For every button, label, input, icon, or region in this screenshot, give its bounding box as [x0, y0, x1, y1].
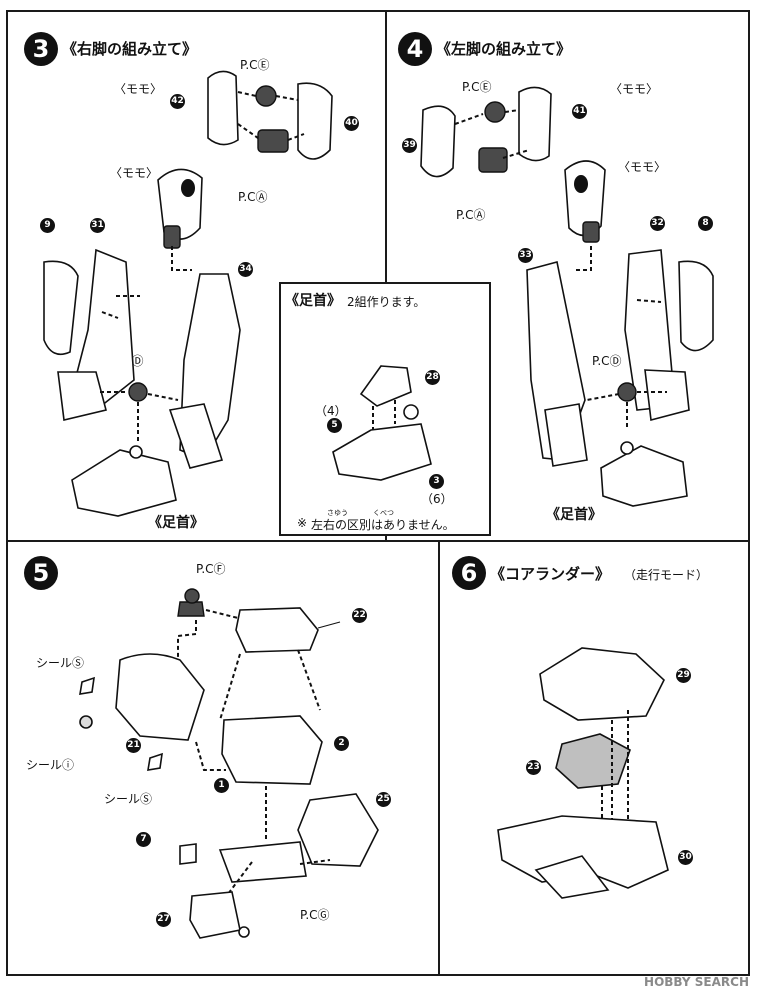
step-4-title: 《左脚の組み立て》 [436, 40, 572, 58]
step4-momo-label-1: 〈モモ〉 [610, 82, 659, 96]
step3-pc-a-label: P.CⒶ [238, 190, 268, 204]
hobby-search-watermark: HOBBY SEARCH [644, 975, 749, 989]
inset-paren-6: （6） [421, 492, 453, 506]
step5-seal-su-label: シールⓈ [36, 656, 85, 670]
part-30-marker: 30 [678, 850, 693, 865]
step3-pc-e-label: P.CⒺ [240, 58, 270, 72]
step-3-number: 3 [24, 32, 58, 66]
part-3-marker: 3 [429, 474, 444, 489]
step5-pc-f-label: P.CⒻ [196, 562, 226, 576]
part-5-marker: 5 [327, 418, 342, 433]
divider-horizontal [8, 540, 748, 542]
step4-pc-e-label: P.CⒺ [462, 80, 492, 94]
instruction-sheet [6, 10, 750, 976]
inset-ruby-sayuu: さゆう [327, 509, 348, 517]
inset-drawing [332, 365, 432, 481]
part-7-marker: 7 [136, 832, 151, 847]
step-6-title: 《コアランダー》 [490, 565, 611, 583]
part-33-marker: 33 [518, 248, 533, 263]
step5-seal-i-label: シールⓘ [26, 758, 75, 772]
step-3-title: 《右脚の組み立て》 [62, 40, 198, 58]
step4-momo-label-2: 〈モモ〉 [618, 160, 667, 174]
divider-vertical-top [385, 12, 387, 542]
step-6-subtitle: （走行モード） [624, 568, 709, 582]
step-5-number: 5 [24, 556, 58, 590]
inset-title: 《足首》 [285, 293, 341, 309]
part-28-marker: 28 [425, 370, 440, 385]
part-31-marker: 31 [90, 218, 105, 233]
step4-drawing [420, 86, 714, 507]
part-39-marker: 39 [402, 138, 417, 153]
step3-momo-label-2: 〈モモ〉 [110, 166, 159, 180]
part-25-marker: 25 [376, 792, 391, 807]
inset-note: 左右の区別はありません。 [311, 518, 455, 532]
step5-pc-g-label: P.CⒼ [300, 908, 330, 922]
part-2-marker: 2 [334, 736, 349, 751]
ashikubi-inset-box: 《足首》 2組作ります。 28 （4） 5 3 （6） さゆう くべつ ※ 左右… [279, 282, 491, 536]
part-42-marker: 42 [170, 94, 185, 109]
part-32-marker: 32 [650, 216, 665, 231]
step5-seal-su2-label: シールⓈ [104, 792, 153, 806]
inset-ruby-kubetsu: くべつ [373, 509, 394, 517]
step4-ashikubi-label: 《足首》 [546, 507, 602, 523]
part-1-marker: 1 [214, 778, 229, 793]
part-21-marker: 21 [126, 738, 141, 753]
part-27-marker: 27 [156, 912, 171, 927]
step3-momo-label-1: 〈モモ〉 [114, 82, 163, 96]
step-4-number: 4 [398, 32, 432, 66]
part-41-marker: 41 [572, 104, 587, 119]
step6-drawing [497, 647, 669, 899]
step3-ashikubi-label: 《足首》 [148, 515, 204, 531]
part-8-marker: 8 [698, 216, 713, 231]
part-23-marker: 23 [526, 760, 541, 775]
part-40-marker: 40 [344, 116, 359, 131]
step3-drawing [43, 70, 333, 517]
part-22-marker: 22 [352, 608, 367, 623]
step5-drawing [79, 588, 379, 939]
inset-note-mark: ※ [297, 516, 308, 530]
step-6-number: 6 [452, 556, 486, 590]
step4-pc-d-label: P.CⒹ [592, 354, 622, 368]
divider-vertical-bottom [438, 540, 440, 976]
inset-title-suffix: 2組作ります。 [347, 295, 426, 309]
step4-pc-a-label: P.CⒶ [456, 208, 486, 222]
part-9-marker: 9 [40, 218, 55, 233]
part-34-marker: 34 [238, 262, 253, 277]
part-29-marker: 29 [676, 668, 691, 683]
inset-paren-4: （4） [315, 404, 347, 418]
